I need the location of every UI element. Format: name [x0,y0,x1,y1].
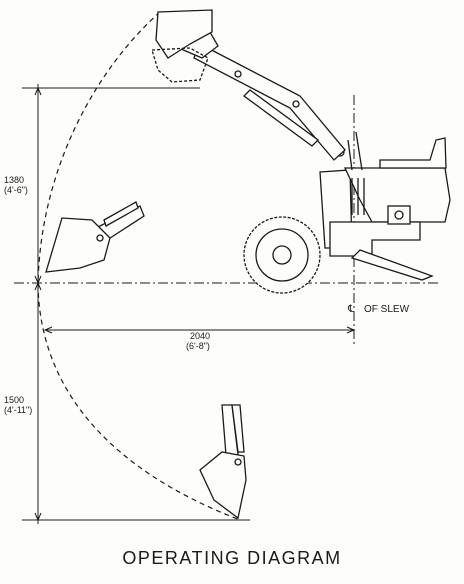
reach-mm-label: 2040 [190,331,210,341]
slew-label: OF SLEW [364,304,410,315]
upper-height-ft-label: (4'-6") [4,185,28,195]
control-lever-2 [347,139,353,171]
reach-bucket-assembly [45,201,145,273]
grille-lines [351,178,365,215]
arrow-lower-bottom [34,512,42,522]
dig-pin [234,458,242,466]
reach-ram [103,201,139,227]
arrow-upper-top [34,86,42,96]
stabiliser-leg [350,249,434,281]
dig-depth-mm-label: 1500 [4,395,24,405]
boom-ram [243,89,319,147]
reach-bucket [45,217,111,273]
dimension-lines [14,84,440,524]
raised-bucket [155,9,213,59]
raised-pin-1 [234,70,242,78]
reach-pin [96,234,104,242]
raised-arm [151,9,346,161]
dig-bucket [199,451,247,520]
wheel-hub [272,245,292,265]
raised-pin-2 [292,100,300,108]
dig-bucket-assembly [199,404,247,520]
arrow-lower-top [34,281,42,291]
hub-bolt [394,210,404,220]
lower-frame [329,221,421,257]
arrow-reach-left [43,326,53,334]
reach-ft-label: (6'-8") [186,341,210,351]
excavator-machine [243,131,451,294]
dig-ram [231,404,245,453]
reach-envelope-arc [37,11,241,521]
diagram-caption: OPERATING DIAGRAM [122,548,342,568]
upper-height-mm-label: 1380 [4,175,24,185]
raised-bucket-ghost [151,47,209,83]
operator-seat [379,137,447,169]
slew-symbol: ℄ [347,304,355,315]
raised-boom [193,43,346,161]
control-lever [355,131,363,171]
dig-depth-ft-label: (4'-11") [4,405,32,415]
